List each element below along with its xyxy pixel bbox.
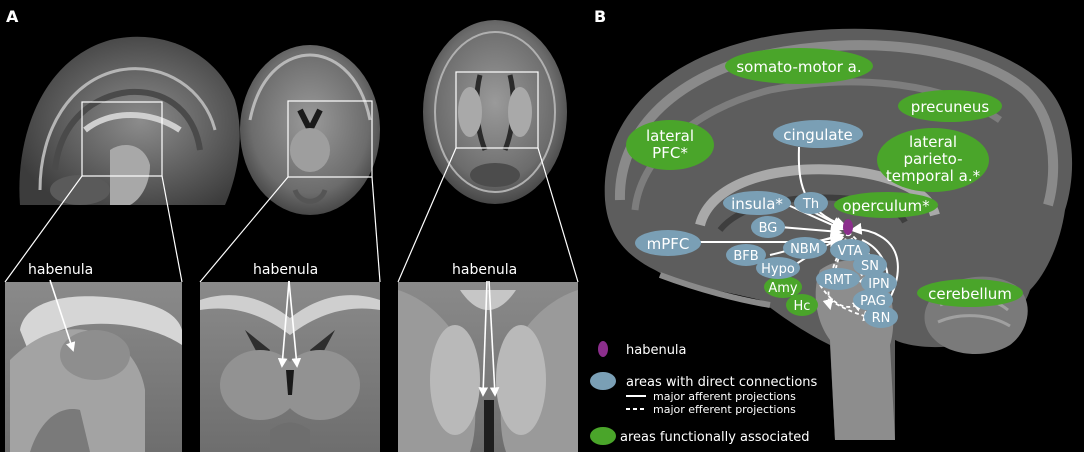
area-operculum: operculum* xyxy=(834,192,938,218)
svg-text:Hc: Hc xyxy=(794,299,811,314)
svg-text:insula*: insula* xyxy=(731,195,783,213)
sagittal-brain-image xyxy=(19,36,240,205)
area-hc: Hc xyxy=(786,294,818,316)
svg-text:Hypo: Hypo xyxy=(761,262,795,277)
coronal-brain-image xyxy=(240,45,380,215)
habenula-arrow-axial-left xyxy=(478,280,489,397)
svg-text:IPN: IPN xyxy=(868,277,889,292)
svg-text:lateral: lateral xyxy=(909,133,957,151)
habenula-marker xyxy=(843,219,853,235)
area-pag: PAG xyxy=(853,289,893,311)
svg-text:VTA: VTA xyxy=(838,244,863,259)
area-bg: BG xyxy=(751,216,785,238)
habenula-arrow-coronal-left xyxy=(277,280,290,368)
svg-text:RN: RN xyxy=(872,311,891,326)
svg-text:NBM: NBM xyxy=(790,242,820,257)
svg-text:Th: Th xyxy=(802,197,819,212)
roi-box-sagittal xyxy=(81,101,163,177)
axial-brain-image xyxy=(423,20,567,204)
habenula-label-coronal: habenula xyxy=(253,262,318,278)
svg-text:cerebellum: cerebellum xyxy=(928,285,1012,303)
svg-text:RMT: RMT xyxy=(824,273,852,288)
svg-text:major efferent projections: major efferent projections xyxy=(653,403,796,416)
svg-text:mPFC: mPFC xyxy=(647,235,690,253)
panel-b-letter: B xyxy=(594,7,606,26)
area-rmt: RMT xyxy=(816,268,860,290)
area-ipn: IPN xyxy=(861,272,897,294)
area-bfb: BFB xyxy=(726,244,766,266)
green-areas: somato-motor a. precuneus lateral PFC* l… xyxy=(626,48,1023,316)
area-rn: RN xyxy=(864,306,898,328)
habenula-label-axial: habenula xyxy=(452,262,517,278)
legend-item-afferent: major afferent projections xyxy=(626,390,796,403)
svg-text:somato-motor a.: somato-motor a. xyxy=(736,58,861,76)
legend-item-direct: areas with direct connections xyxy=(590,372,818,390)
zoom-panel-sagittal xyxy=(5,282,182,452)
area-amy: Amy xyxy=(764,276,802,298)
blue-areas: cingulate insula* Th BG mPFC NBM xyxy=(635,120,898,328)
legend-item-habenula: habenula xyxy=(598,341,687,358)
area-somato-motor: somato-motor a. xyxy=(725,48,873,84)
area-sn: SN xyxy=(853,254,887,276)
svg-text:habenula: habenula xyxy=(626,343,687,358)
svg-text:parieto-: parieto- xyxy=(903,150,962,168)
habenula-arrow-axial-right xyxy=(488,280,500,397)
svg-text:Amy: Amy xyxy=(768,281,798,296)
svg-text:areas with direct connections: areas with direct connections xyxy=(626,375,818,390)
area-lateral-parieto-temporal: lateral parieto- temporal a.* xyxy=(877,128,989,192)
area-th: Th xyxy=(794,192,828,214)
svg-text:cingulate: cingulate xyxy=(783,126,852,144)
legend-item-functional: areas functionally associated xyxy=(590,427,810,445)
roi-box-coronal xyxy=(287,100,373,178)
svg-text:PAG: PAG xyxy=(860,294,886,309)
area-insula: insula* xyxy=(723,191,791,215)
habenula-arrow-coronal-right xyxy=(288,280,302,368)
svg-text:SN: SN xyxy=(861,259,879,274)
area-hypo: Hypo xyxy=(756,257,800,279)
legend-item-efferent: major efferent projections xyxy=(626,403,796,416)
area-cerebellum: cerebellum xyxy=(917,279,1023,307)
legend: habenula areas with direct connections m… xyxy=(590,341,818,445)
area-cingulate: cingulate xyxy=(773,120,863,148)
svg-text:precuneus: precuneus xyxy=(911,98,990,116)
panel-a: A xyxy=(4,7,579,452)
zoom-panel-coronal xyxy=(200,282,380,452)
zoom-lines xyxy=(4,147,579,283)
svg-text:operculum*: operculum* xyxy=(842,197,930,215)
zoom-panel-axial xyxy=(398,282,578,452)
panel-b: B somato-motor a. precuneus xyxy=(590,7,1073,445)
area-nbm: NBM xyxy=(783,237,827,259)
svg-text:PFC*: PFC* xyxy=(652,144,688,162)
panel-a-letter: A xyxy=(6,7,19,26)
svg-text:areas functionally associated: areas functionally associated xyxy=(620,430,810,445)
habenula-arrow-sagittal xyxy=(49,279,76,352)
svg-text:temporal a.*: temporal a.* xyxy=(886,167,981,185)
svg-text:major afferent projections: major afferent projections xyxy=(653,390,796,403)
area-precuneus: precuneus xyxy=(898,90,1002,122)
area-lateral-pfc: lateral PFC* xyxy=(626,120,714,170)
svg-text:BFB: BFB xyxy=(733,249,758,264)
area-vta: VTA xyxy=(830,239,870,261)
svg-text:lateral: lateral xyxy=(646,127,694,145)
habenula-label-sagittal: habenula xyxy=(28,262,93,278)
svg-text:BG: BG xyxy=(759,221,778,236)
area-mpfc: mPFC xyxy=(635,230,701,256)
roi-box-axial xyxy=(455,71,539,149)
